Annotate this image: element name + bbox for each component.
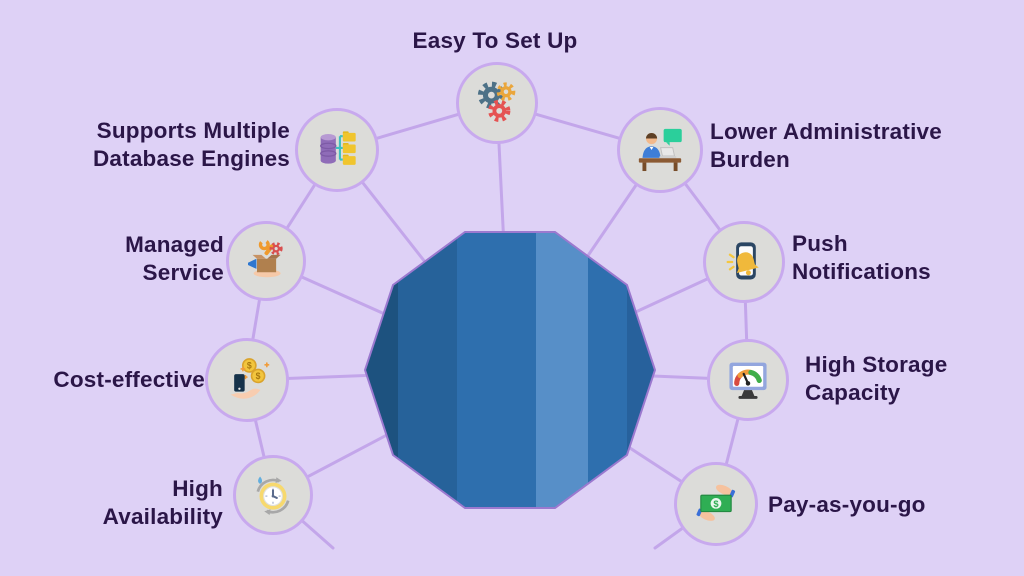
dollar-glyph: $ (256, 371, 261, 381)
label-line: Notifications (792, 259, 931, 284)
label-line: Supports Multiple (96, 118, 290, 143)
label-line: Lower Administrative (710, 119, 942, 144)
label-line: Availability (102, 504, 223, 529)
node-circle-pay-as-you-go: $ (674, 462, 758, 546)
dollar-glyph: $ (713, 499, 719, 509)
node-circle-lower-administrative-burden (617, 107, 703, 193)
label-pay-as-you-go: Pay-as-you-go (768, 491, 988, 519)
label-lower-administrative-burden: Lower Administrative Burden (710, 118, 970, 174)
gears-icon (477, 81, 516, 123)
gauge-monitor-icon (729, 362, 767, 399)
node-circle-managed-service (226, 221, 306, 301)
label-line: Database Engines (92, 146, 290, 171)
node-circle-high-availability (233, 455, 313, 535)
label-line: Capacity (805, 380, 901, 405)
label-line: Easy To Set Up (412, 28, 578, 53)
label-line: High Storage (805, 352, 948, 377)
label-line: Cost-effective (53, 367, 205, 392)
dollar-glyph: $ (247, 361, 252, 371)
node-circle-easy-to-set-up (456, 62, 538, 144)
money-hands-icon: $ (696, 484, 736, 521)
label-cost-effective: Cost-effective (25, 366, 205, 394)
database-folders-icon (320, 131, 356, 165)
admin-desk-icon (638, 128, 682, 172)
clock-sync-icon (256, 476, 290, 516)
label-line: Managed (125, 232, 224, 257)
box-tools-icon (248, 239, 283, 278)
label-line: Burden (710, 147, 790, 172)
label-line: Service (142, 260, 224, 285)
node-circle-cost-effective: $ $ (205, 338, 289, 422)
label-supports-multiple-database-engines: Supports Multiple Database Engines (40, 117, 290, 173)
label-managed-service: Managed Service (64, 231, 224, 287)
label-line: High (172, 476, 223, 501)
node-circle-high-storage-capacity (707, 339, 789, 421)
phone-bell-icon (726, 242, 759, 280)
label-high-storage-capacity: High Storage Capacity (805, 351, 1015, 407)
node-circle-supports-multiple-database-engines (295, 108, 379, 192)
label-line: Push (792, 231, 848, 256)
label-easy-to-set-up: Easy To Set Up (350, 27, 640, 55)
node-circle-push-notifications (703, 221, 785, 303)
label-line: Pay-as-you-go (768, 492, 926, 517)
label-push-notifications: Push Notifications (792, 230, 1002, 286)
label-high-availability: High Availability (63, 475, 223, 531)
coins-hand-icon: $ $ (230, 358, 270, 399)
